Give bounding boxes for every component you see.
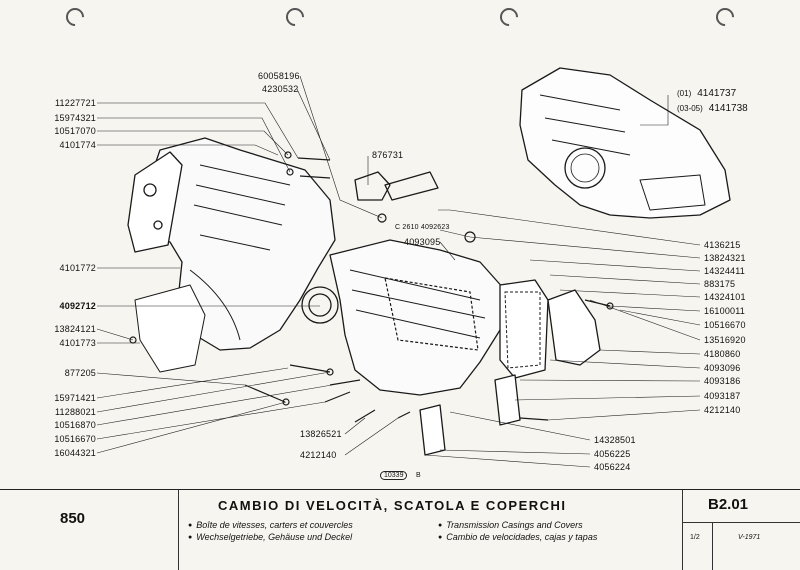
subtitle-de: Wechselgetriebe, Gehäuse und Deckel: [188, 532, 352, 542]
assembly-variant-2-note: (03-05): [677, 104, 703, 113]
table-code: B2.01: [708, 496, 749, 513]
callout-bottom-5: 4056224: [594, 462, 631, 472]
callout-right-5: 14324101: [704, 292, 746, 302]
callout-left-2: 15974321: [54, 113, 96, 123]
callout-left-6: 4092712: [59, 301, 96, 311]
subtitle-fr: Boîte de vitesses, carters et couvercles: [188, 520, 353, 530]
callout-top-1: 60058196: [258, 71, 300, 81]
subtitle-es: Cambio de velocidades, cajas y tapas: [438, 532, 597, 542]
divider: [682, 522, 800, 523]
callout-right-3: 14324411: [704, 266, 745, 276]
callout-left-9: 877205: [64, 368, 96, 378]
drawing-suffix: B: [416, 472, 421, 479]
assembly-variant-1: (01) 4141737: [677, 88, 736, 99]
callout-top-2: 4230532: [262, 84, 299, 94]
callout-left-5: 4101772: [59, 263, 96, 273]
callout-bottom-1: 13826521: [300, 429, 342, 439]
callout-right-7: 10516670: [704, 320, 746, 330]
assembly-variant-2-part: 4141738: [708, 103, 748, 114]
title-block: 850 CAMBIO DI VELOCITÀ, SCATOLA E COPERC…: [0, 489, 800, 570]
callout-top-3: 876731: [372, 150, 404, 160]
callout-right-13: 4212140: [704, 405, 741, 415]
callout-bottom-3: 14328501: [594, 435, 636, 445]
callout-left-8: 4101773: [59, 338, 96, 348]
callout-right-8: 13516920: [704, 335, 746, 345]
gasket-part: [134, 284, 206, 373]
assembly-variant-1-part: 4141737: [697, 88, 737, 99]
page-ref: 1/2: [690, 534, 700, 541]
exploded-view-drawing: [96, 67, 731, 468]
callout-right-12: 4093187: [704, 391, 741, 401]
callout-right-6: 16100011: [704, 306, 745, 316]
callout-bottom-4: 4056225: [594, 449, 631, 459]
gearbox-case-part: [329, 239, 506, 396]
breather-pipe-part: [354, 171, 391, 201]
callout-left-1: 11227721: [55, 98, 96, 108]
assembly-variant-2: (03-05) 4141738: [677, 103, 748, 114]
callout-left-11: 11288021: [55, 407, 96, 417]
callout-right-10: 4093096: [704, 363, 741, 373]
divider: [712, 522, 713, 570]
callout-left-12: 10516870: [54, 420, 96, 430]
callout-left-4: 4101774: [59, 140, 96, 150]
callout-right-4: 883175: [704, 279, 736, 289]
page-title: CAMBIO DI VELOCITÀ, SCATOLA E COPERCHI: [218, 498, 567, 513]
callout-right-9: 4180860: [704, 349, 741, 359]
callout-right-1: 4136215: [704, 240, 741, 250]
callout-right-11: 4093186: [704, 376, 741, 386]
divider: [682, 490, 683, 570]
callout-left-14: 16044321: [54, 448, 96, 458]
flange-plate-part: [127, 151, 183, 253]
callout-top-5: 4093095: [404, 237, 441, 247]
callout-top-4: C 2610 4092623: [395, 224, 450, 231]
callout-left-10: 15971421: [54, 393, 96, 403]
assembly-variant-1-note: (01): [677, 89, 692, 98]
callout-left-13: 10516670: [54, 434, 96, 444]
callout-right-2: 13824321: [704, 253, 746, 263]
date-ref: V-1971: [738, 534, 761, 541]
subtitle-en: Transmission Casings and Covers: [438, 520, 582, 530]
divider: [178, 490, 179, 570]
callout-bottom-2: 4212140: [300, 450, 337, 460]
drawing-number-tag: 10339: [380, 471, 408, 480]
callout-left-3: 10517070: [54, 126, 96, 136]
assembled-gearbox-part: [519, 67, 731, 219]
rear-cover-part: [499, 279, 549, 379]
model-number: 850: [60, 510, 86, 527]
callout-left-7: 13824121: [54, 324, 96, 334]
